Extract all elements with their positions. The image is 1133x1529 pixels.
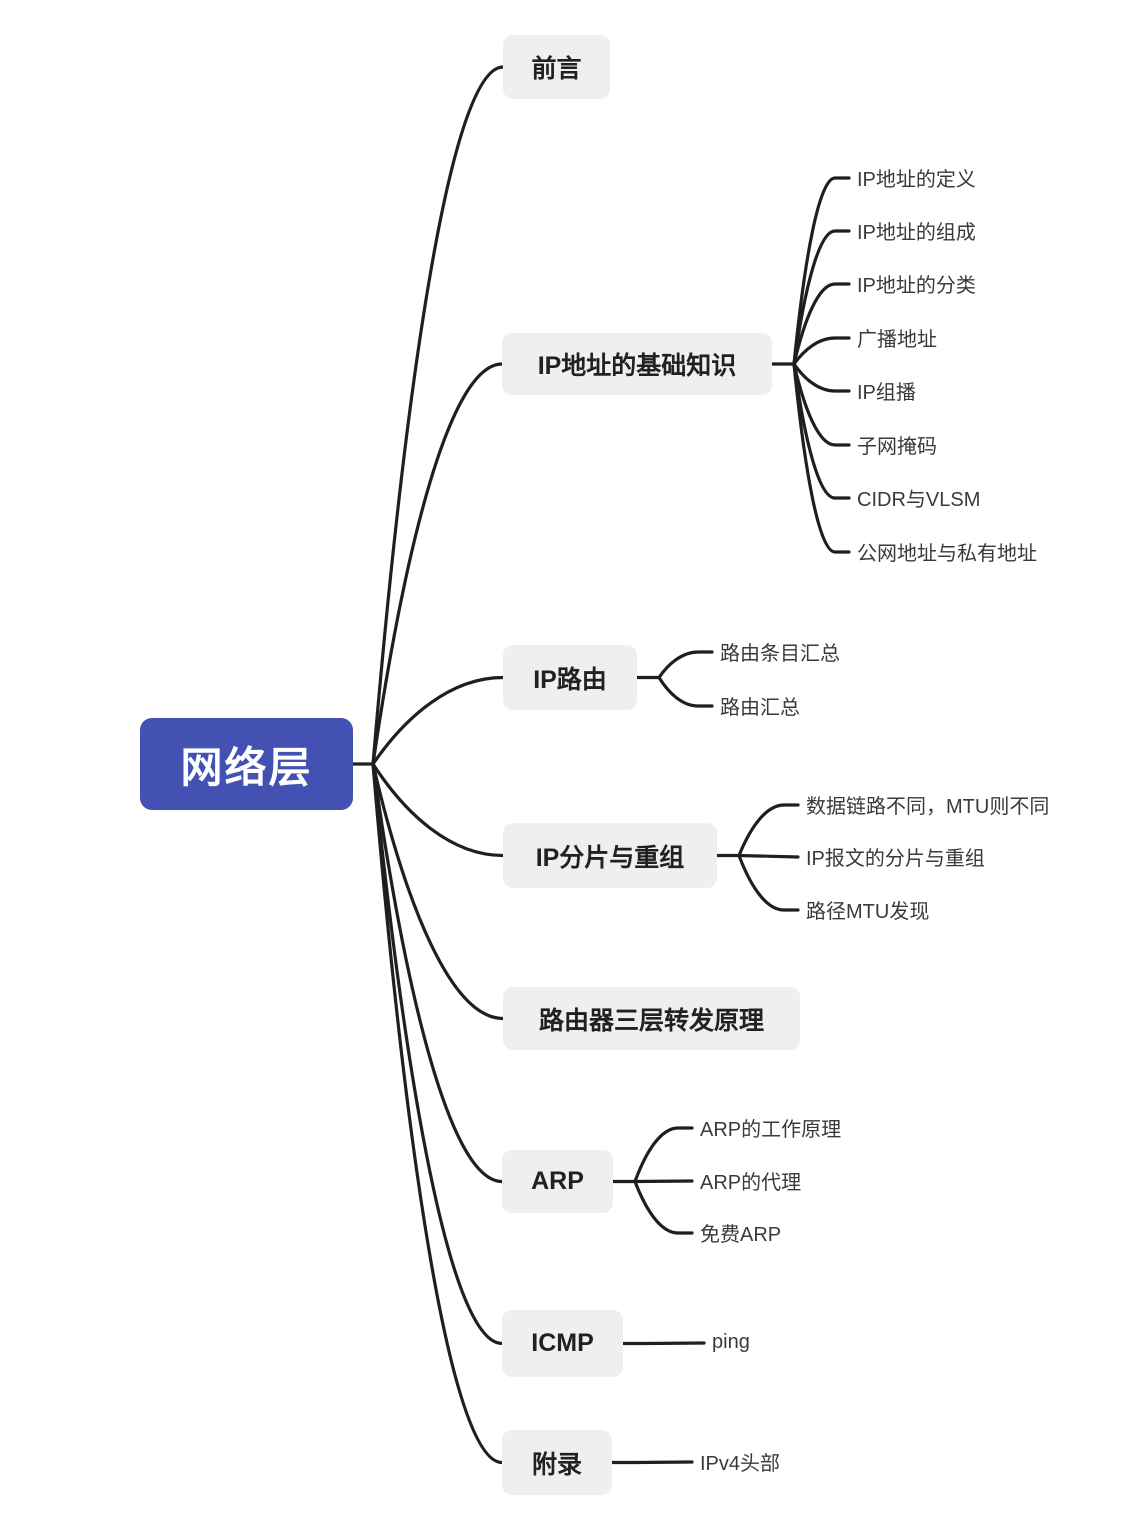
node-leaf-1-1-label: IP地址的组成 bbox=[857, 221, 976, 244]
edge-line bbox=[371, 762, 504, 1346]
node-leaf-2-0-label: 路由条目汇总 bbox=[720, 642, 840, 665]
edge-line bbox=[371, 762, 504, 1465]
edge-line bbox=[371, 762, 505, 1021]
node-branch-2[interactable]: IP路由 bbox=[503, 645, 637, 710]
node-leaf-3-2-label: 路径MTU发现 bbox=[806, 900, 930, 923]
node-branch-1[interactable]: IP地址的基础知识 bbox=[502, 333, 772, 395]
node-leaf-1-2[interactable]: IP地址的分类 bbox=[857, 269, 976, 298]
node-leaf-1-2-label: IP地址的分类 bbox=[857, 274, 976, 297]
node-leaf-1-0-label: IP地址的定义 bbox=[857, 168, 976, 191]
edge-line bbox=[737, 853, 800, 912]
edge-line bbox=[632, 1460, 694, 1465]
node-leaf-2-0[interactable]: 路由条目汇总 bbox=[720, 637, 840, 666]
node-branch-0-label: 前言 bbox=[531, 55, 582, 83]
node-leaf-1-5-label: 子网掩码 bbox=[857, 435, 937, 458]
node-leaf-5-2-label: 免费ARP bbox=[700, 1223, 782, 1246]
node-leaf-1-4[interactable]: IP组播 bbox=[857, 376, 916, 405]
edge-line bbox=[371, 362, 504, 766]
edge-line bbox=[633, 1179, 694, 1184]
edge-line bbox=[792, 362, 851, 447]
node-branch-1-label: IP地址的基础知识 bbox=[537, 352, 737, 380]
node-leaf-5-0-label: ARP的工作原理 bbox=[700, 1118, 842, 1141]
node-leaf-3-1[interactable]: IP报文的分片与重组 bbox=[806, 842, 985, 871]
node-leaf-5-1-label: ARP的代理 bbox=[700, 1171, 802, 1194]
edge-line bbox=[792, 176, 851, 366]
node-leaf-1-7-label: 公网地址与私有地址 bbox=[857, 542, 1037, 565]
edge-line bbox=[371, 762, 504, 1184]
edge-line bbox=[792, 229, 851, 366]
edge-line bbox=[371, 762, 505, 858]
edge-line bbox=[737, 803, 800, 858]
node-leaf-1-6[interactable]: CIDR与VLSM bbox=[857, 483, 980, 512]
node-branch-4[interactable]: 路由器三层转发原理 bbox=[503, 987, 800, 1050]
node-branch-3[interactable]: IP分片与重组 bbox=[503, 823, 717, 888]
node-root-label: 网络层 bbox=[180, 743, 313, 791]
node-leaf-5-2[interactable]: 免费ARP bbox=[700, 1218, 781, 1247]
node-branch-3-label: IP分片与重组 bbox=[535, 843, 685, 872]
node-leaf-3-1-label: IP报文的分片与重组 bbox=[806, 847, 985, 870]
node-leaf-1-7[interactable]: 公网地址与私有地址 bbox=[857, 537, 1037, 566]
node-leaf-3-2[interactable]: 路径MTU发现 bbox=[806, 895, 929, 924]
node-leaf-1-3[interactable]: 广播地址 bbox=[857, 323, 937, 352]
edge-line bbox=[371, 675, 505, 766]
node-leaf-1-4-label: IP组播 bbox=[857, 381, 916, 404]
node-leaf-1-6-label: CIDR与VLSM bbox=[857, 488, 981, 511]
node-leaf-3-0[interactable]: 数据链路不同，MTU则不同 bbox=[806, 790, 1049, 819]
node-leaf-1-5[interactable]: 子网掩码 bbox=[857, 430, 937, 459]
node-leaf-1-3-label: 广播地址 bbox=[857, 328, 937, 351]
edge-line bbox=[643, 1341, 706, 1346]
node-leaf-2-1-label: 路由汇总 bbox=[720, 696, 800, 719]
node-branch-7-label: 附录 bbox=[531, 1450, 582, 1479]
edge-line bbox=[657, 675, 714, 708]
edge-line bbox=[792, 336, 851, 366]
node-branch-0[interactable]: 前言 bbox=[503, 35, 610, 99]
node-leaf-6-0[interactable]: ping bbox=[712, 1331, 750, 1354]
node-branch-7[interactable]: 附录 bbox=[502, 1430, 612, 1495]
edge-line bbox=[792, 282, 851, 366]
node-leaf-7-0-label: IPv4头部 bbox=[700, 1452, 781, 1475]
node-leaf-5-1[interactable]: ARP的代理 bbox=[700, 1166, 801, 1195]
node-branch-5[interactable]: ARP bbox=[502, 1150, 613, 1213]
node-leaf-5-0[interactable]: ARP的工作原理 bbox=[700, 1113, 841, 1142]
node-leaf-2-1[interactable]: 路由汇总 bbox=[720, 691, 800, 720]
edge-line bbox=[633, 1126, 694, 1184]
node-branch-6-label: ICMP bbox=[531, 1329, 594, 1357]
edge-line bbox=[792, 362, 851, 554]
edge-line bbox=[657, 650, 714, 680]
node-branch-2-label: IP路由 bbox=[533, 665, 607, 694]
node-branch-5-label: ARP bbox=[531, 1167, 584, 1195]
edge-line bbox=[792, 362, 851, 393]
node-leaf-7-0[interactable]: IPv4头部 bbox=[700, 1447, 780, 1476]
edge-line bbox=[371, 65, 505, 766]
edge-line bbox=[633, 1179, 694, 1235]
node-leaf-3-0-label: 数据链路不同，MTU则不同 bbox=[806, 795, 1050, 818]
node-leaf-6-0-label: ping bbox=[712, 1331, 750, 1354]
node-branch-4-label: 路由器三层转发原理 bbox=[538, 1006, 764, 1035]
node-branch-6[interactable]: ICMP bbox=[502, 1310, 623, 1377]
node-leaf-1-0[interactable]: IP地址的定义 bbox=[857, 163, 976, 192]
node-leaf-1-1[interactable]: IP地址的组成 bbox=[857, 216, 976, 245]
node-root[interactable]: 网络层 bbox=[140, 718, 353, 810]
edge-line bbox=[737, 853, 800, 859]
